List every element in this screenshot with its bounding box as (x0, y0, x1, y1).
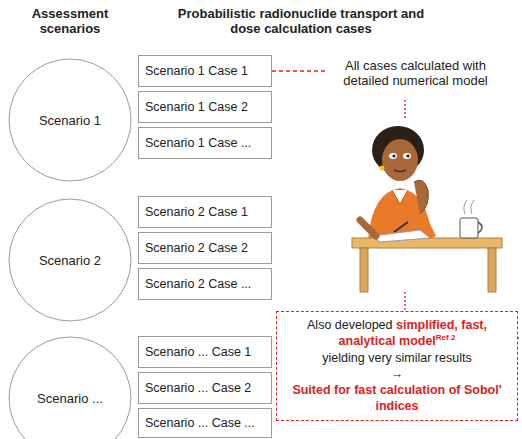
case-label: Scenario 1 Case 2 (145, 100, 248, 114)
callout-text: → (283, 366, 511, 382)
callout-text: yielding very similar results (283, 350, 511, 366)
leader-line (272, 70, 326, 71)
column-header: Probabilistic radionuclide transport and… (176, 6, 426, 36)
scenario-label: Scenario ... (37, 391, 103, 406)
case-box: Scenario ... Case ... (138, 408, 272, 438)
leader-line (404, 100, 405, 120)
callout-note: All cases calculated with detailed numer… (328, 58, 503, 88)
case-box: Scenario 1 Case ... (138, 127, 272, 159)
thinking-person-illustration (352, 126, 502, 292)
case-box: Scenario 2 Case ... (138, 268, 272, 300)
case-label: Scenario 2 Case ... (145, 277, 251, 291)
case-label: Scenario 1 Case ... (145, 136, 251, 150)
scenario-circle: Scenario 1 (8, 58, 132, 182)
case-box: Scenario ... Case 2 (138, 372, 272, 404)
case-label: Scenario 2 Case 2 (145, 241, 248, 255)
case-label: Scenario 1 Case 1 (145, 64, 248, 78)
case-label: Scenario ... Case 1 (145, 345, 251, 359)
case-box: Scenario ... Case 1 (138, 336, 272, 368)
scenario-label: Scenario 2 (39, 253, 101, 268)
case-label: Scenario ... Case 2 (145, 381, 251, 395)
scenario-label: Scenario 1 (39, 113, 101, 128)
callout-box: Also developed simplified, fast, analyti… (276, 311, 518, 421)
column-header: Assessment scenarios (8, 6, 132, 36)
scenario-circle: Scenario 2 (8, 198, 132, 322)
reference-mark: Ref 2 (436, 333, 456, 342)
scenario-circle: Scenario ... (8, 336, 132, 439)
case-box: Scenario 2 Case 1 (138, 196, 272, 228)
case-box: Scenario 1 Case 2 (138, 91, 272, 123)
case-box: Scenario 1 Case 1 (138, 55, 272, 87)
callout-text: Also developed (307, 318, 392, 332)
case-box: Scenario 2 Case 2 (138, 232, 272, 264)
callout-text: Suited for fast calculation of Sobol' in… (283, 382, 511, 415)
case-label: Scenario 2 Case 1 (145, 205, 248, 219)
leader-line (404, 292, 405, 310)
case-label: Scenario ... Case ... (145, 416, 255, 430)
circle-outline (8, 336, 132, 439)
